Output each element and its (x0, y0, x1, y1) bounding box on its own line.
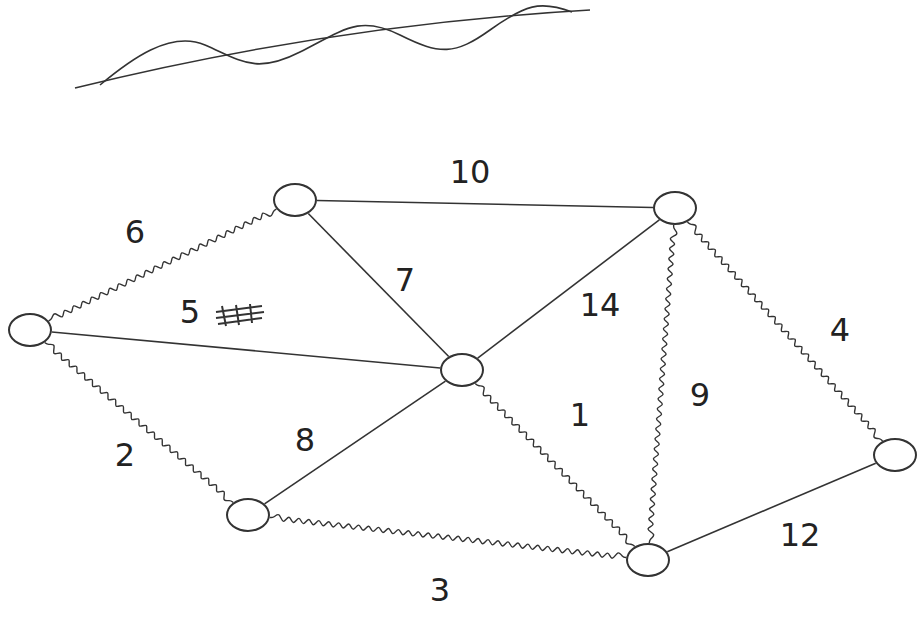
graph-vertex (8, 313, 52, 347)
edge-weight: 3 (428, 574, 452, 606)
graph-vertex (226, 498, 270, 532)
edge-weight: 10 (448, 156, 493, 188)
edge-weight: 9 (688, 379, 712, 411)
spring-edge (687, 222, 882, 441)
graph-edge (317, 200, 653, 207)
spring-edge (45, 343, 233, 503)
graph-vertex (626, 543, 670, 577)
graph-edge (478, 220, 660, 358)
graph-edge (667, 463, 875, 552)
spring-edge (648, 225, 677, 543)
graph-vertex (873, 438, 917, 472)
edge-weight: 8 (293, 424, 317, 456)
graph-edge (52, 332, 440, 368)
graph-vertex (273, 183, 317, 217)
edge-weight: 4 (828, 314, 852, 346)
graph-vertex (653, 191, 697, 225)
edge-weight: 6 (123, 216, 147, 248)
spring-edge (475, 384, 634, 547)
edge-weight: 12 (778, 519, 823, 551)
edge-weight: 1 (568, 399, 592, 431)
crossed-out-scribble (216, 304, 264, 326)
edge-weight: 2 (113, 439, 137, 471)
graph-edge (265, 381, 446, 504)
spring-edge (270, 515, 626, 559)
graph-vertex (440, 353, 484, 387)
graph-edge (308, 214, 448, 357)
spring-edge (49, 209, 277, 321)
edge-weight: 7 (393, 264, 417, 296)
sketch-wave (100, 6, 572, 85)
edge-weight: 14 (578, 289, 623, 321)
edge-weight: 5 (178, 296, 202, 328)
